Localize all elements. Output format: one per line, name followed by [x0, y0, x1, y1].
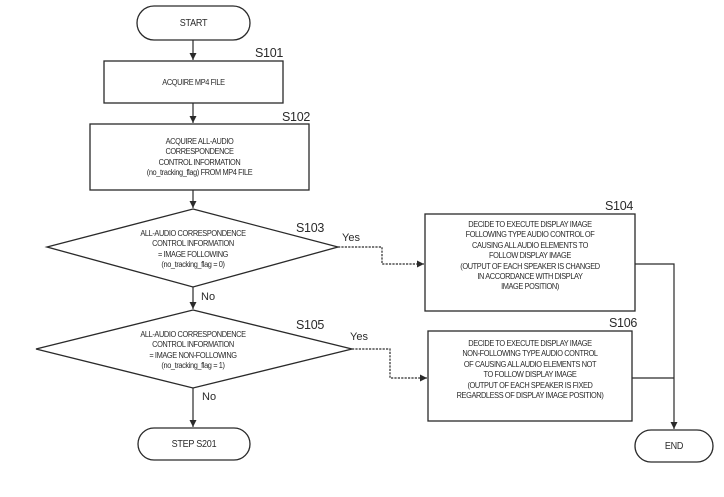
s106-process-box	[427, 330, 633, 422]
s101-step-number: S101	[255, 46, 283, 60]
line-s104-to-end	[635, 263, 678, 429]
s105-step-number: S105	[296, 318, 324, 332]
s103-step-number: S103	[296, 221, 324, 235]
s105-yes-label: Yes	[350, 331, 368, 343]
s105-no-label: No	[202, 391, 217, 403]
step-s201-label: STEP S201	[171, 438, 217, 450]
s104-step-number: S104	[605, 199, 633, 213]
s102-label: ACQUIRE ALL-AUDIO CORRESPONDENCE CONTROL…	[146, 136, 253, 178]
s104-process-box	[424, 213, 636, 312]
s103-yes-label: Yes	[342, 232, 360, 244]
s101-label: ACQUIRE MP4 FILE	[162, 77, 225, 87]
end-label: END	[664, 440, 684, 452]
step-s201-terminal	[137, 427, 251, 461]
s105-label: ALL-AUDIO CORRESPONDENCE CONTROL INFORMA…	[140, 329, 246, 371]
end-terminal	[634, 429, 714, 463]
s106-step-number: S106	[609, 316, 637, 330]
arrow-s103-yes-to-s104	[338, 246, 424, 268]
start-label: START	[179, 17, 208, 29]
s103-label: ALL-AUDIO CORRESPONDENCE CONTROL INFORMA…	[140, 228, 246, 270]
s101-process-box	[103, 60, 284, 104]
s104-label: DECIDE TO EXECUTE DISPLAY IMAGE FOLLOWIN…	[460, 219, 600, 292]
s106-label: DECIDE TO EXECUTE DISPLAY IMAGE NON-FOLL…	[456, 338, 604, 401]
s103-no-label: No	[201, 291, 216, 303]
s102-step-number: S102	[282, 110, 310, 124]
arrow-s105-yes-to-s106	[352, 348, 427, 382]
s102-process-box	[89, 123, 310, 191]
